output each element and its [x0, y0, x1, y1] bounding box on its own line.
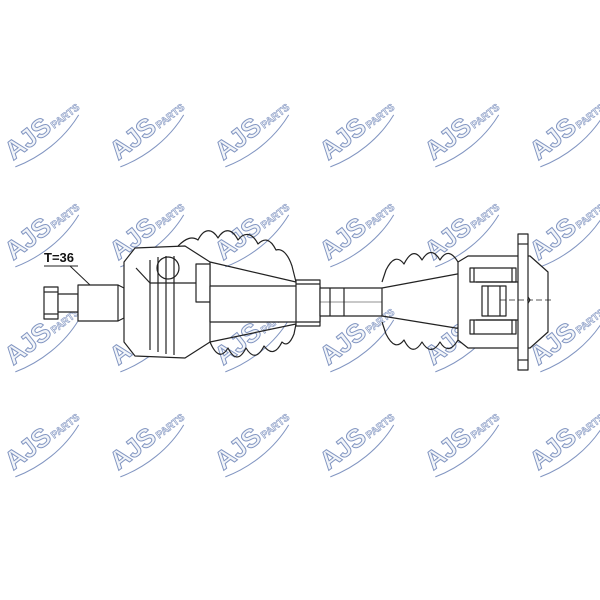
svg-text:AJS: AJS — [313, 111, 371, 166]
drive-shaft: T=36 — [43, 230, 552, 371]
svg-text:AJS: AJS — [523, 421, 581, 476]
svg-text:AJS: AJS — [0, 316, 57, 371]
svg-text:PARTS: PARTS — [574, 412, 600, 441]
outer-cv-joint — [123, 245, 211, 359]
svg-text:AJS: AJS — [313, 421, 371, 476]
shaft-body — [209, 279, 383, 327]
outer-boot — [177, 230, 297, 358]
svg-text:AJS: AJS — [418, 111, 476, 166]
svg-text:AJS: AJS — [208, 421, 266, 476]
spline-stub — [43, 284, 125, 322]
svg-text:PARTS: PARTS — [574, 307, 600, 336]
svg-text:PARTS: PARTS — [574, 102, 600, 131]
svg-text:AJS: AJS — [418, 421, 476, 476]
svg-text:PARTS: PARTS — [574, 202, 600, 231]
svg-text:AJS: AJS — [0, 421, 57, 476]
svg-text:AJS: AJS — [103, 111, 161, 166]
spline-label-group: T=36 — [44, 250, 91, 286]
inner-tripod-joint — [457, 233, 552, 371]
svg-text:AJS: AJS — [523, 111, 581, 166]
svg-text:AJS: AJS — [208, 111, 266, 166]
svg-text:AJS: AJS — [103, 421, 161, 476]
svg-text:AJS: AJS — [313, 316, 371, 371]
spline-tooth-label: T=36 — [44, 250, 74, 265]
svg-text:AJS: AJS — [313, 211, 371, 266]
svg-text:AJS: AJS — [208, 316, 266, 371]
inner-boot — [381, 251, 469, 351]
svg-text:AJS: AJS — [0, 111, 57, 166]
